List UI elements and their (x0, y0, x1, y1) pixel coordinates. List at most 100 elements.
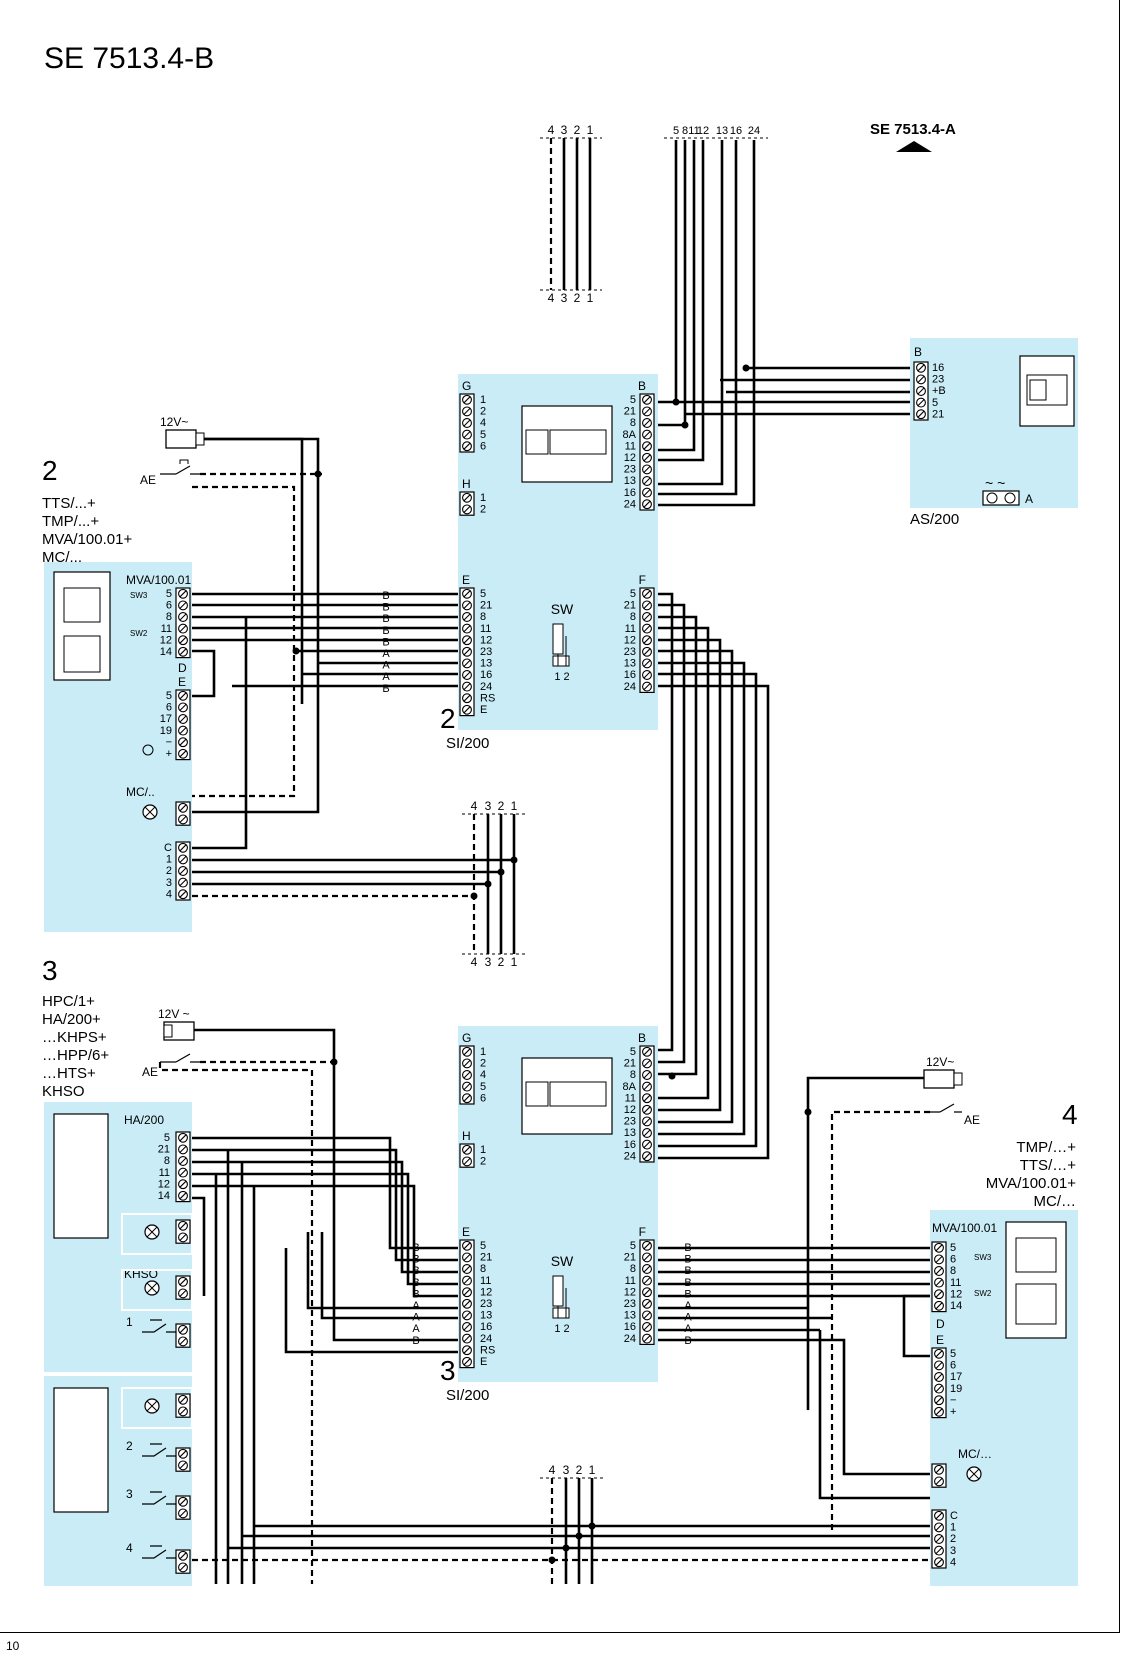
si2-f-term-3: 11 (625, 1275, 636, 1287)
si2-number: 3 (440, 1355, 456, 1386)
si1-e-term-6: 13 (480, 658, 492, 670)
station2-desc-0: TTS/...+ (42, 495, 96, 512)
si2-e-term-0: 5 (480, 1240, 486, 1252)
station2-number: 2 (42, 455, 58, 486)
station2-unit-icon (53, 571, 111, 681)
bus-mid-label-0: 4 (471, 799, 478, 813)
si2-b-term-3: 8A (623, 1081, 637, 1093)
si2-b-term-6: 23 (624, 1116, 636, 1128)
si2-b-term-8: 16 (624, 1139, 636, 1151)
wire-letter-e3-7: A (412, 1323, 420, 1335)
si1-b-term-2: 8 (630, 417, 636, 429)
si200-unit-2: G12456H12B52188A111223131624E52181112231… (440, 379, 655, 752)
bus-mid-label-1: 3 (485, 799, 492, 813)
station4-desc-1: TTS/…+ (1020, 1157, 1076, 1174)
station4-number: 4 (1062, 1099, 1078, 1130)
wire-letter-e3-2: B (412, 1265, 419, 1277)
si2-sw-label: SW (551, 1253, 574, 1269)
si1-b-term-9: 24 (624, 498, 636, 510)
bus-bottom-label-2: 2 (576, 1463, 583, 1477)
pushbutton-icon (930, 1103, 962, 1113)
si1-f-term-3: 11 (625, 623, 636, 635)
wire-letter-e3-3: B (412, 1277, 419, 1289)
station4-mva-strip (931, 1241, 947, 1313)
triangle-up-icon (896, 141, 932, 152)
bus-top-right-label-3: 12 (697, 125, 709, 137)
station4-mva-label: MVA/100.01 (932, 1221, 997, 1235)
si2-f-strip (639, 1239, 655, 1346)
station4-desc-2: MVA/100.01+ (986, 1175, 1076, 1192)
station2-mva-term-4: 12 (160, 634, 172, 646)
bus-mid-label-bottom-3: 1 (511, 955, 518, 969)
station2-mva-term-3: 11 (161, 623, 172, 635)
si1-b-term-8: 16 (624, 487, 636, 499)
station3-desc-3: …HPP/6+ (42, 1047, 109, 1064)
station3-button-2-strip (175, 1447, 191, 1472)
station3-desc-0: HPC/1+ (42, 993, 95, 1010)
si1-g-term-4: 6 (480, 440, 486, 452)
station3-number: 3 (42, 955, 58, 986)
station2-e-term-4: − (166, 736, 172, 748)
wire-letter-e2-6: A (382, 660, 390, 672)
si1-e-term-9: RS (480, 692, 495, 704)
buzzer-icon (142, 744, 154, 756)
si2-e-term-4: 12 (480, 1286, 492, 1298)
blue-panels (44, 338, 1078, 1586)
station4-mva-term-4: 12 (950, 1288, 962, 1300)
as200-power-label: A (1025, 492, 1033, 506)
si1-b-term-4: 11 (625, 440, 636, 452)
bus-top-label-bottom-2: 2 (574, 291, 581, 305)
station2-lock-label: 12V~ (160, 415, 188, 429)
si1-g-term-2: 4 (480, 417, 486, 429)
si2-f-term-1: 21 (624, 1252, 636, 1264)
si2-g-term-3: 5 (480, 1081, 486, 1093)
station-3: 3 HPC/1+HA/200+…KHPS+…HPP/6+…HTS+KHSO 12… (42, 955, 458, 1584)
si2-switch-icon (552, 1275, 570, 1319)
si1-e-term-7: 16 (480, 669, 492, 681)
station2-c-term-2: 2 (166, 865, 172, 877)
si1-g-strip (459, 393, 475, 453)
si2-f-label: F (639, 1225, 646, 1239)
power-supply-icon (1019, 355, 1075, 427)
station3-ha-term-5: 14 (158, 1190, 170, 1202)
station3-ae-label: AE (142, 1065, 158, 1079)
station2-desc-3: MC/... (42, 549, 82, 566)
lock-icon (163, 1021, 195, 1041)
station2-e-strip (175, 689, 191, 761)
bus-mid-label-bottom-2: 2 (498, 955, 505, 969)
si2-e-term-6: 13 (480, 1310, 492, 1322)
station3-lamp-row-2-strip (175, 1393, 191, 1418)
si1-b-term-6: 23 (624, 464, 636, 476)
station2-e-term-2: 17 (160, 713, 172, 725)
station2-ae-label: AE (140, 473, 156, 487)
as200-terminal-strip (913, 361, 929, 421)
si1-b-term-1: 21 (624, 406, 636, 418)
si1-h-term-0: 1 (480, 492, 486, 504)
station-4: 4 TMP/…+TTS/…+MVA/100.01+MC/… 12V~ AE MV… (658, 1055, 1078, 1569)
station2-mva-term-5: 14 (160, 646, 172, 658)
si1-h-term-1: 2 (480, 504, 486, 516)
si1-g-term-3: 5 (480, 429, 486, 441)
si2-b-term-4: 11 (625, 1092, 636, 1104)
si2-h-strip (459, 1143, 475, 1168)
si1-number: 2 (440, 703, 456, 734)
station3-button-1-strip (175, 1323, 191, 1348)
si2-b-term-2: 8 (630, 1069, 636, 1081)
si2-e-term-3: 11 (480, 1275, 491, 1287)
station2-mva-strip (175, 587, 191, 659)
si2-f-term-4: 12 (624, 1286, 636, 1298)
wire-letter-e2-7: A (382, 671, 390, 683)
wire-letter-e3-8: B (412, 1335, 419, 1347)
bus-top-label-3: 1 (587, 123, 594, 137)
lamp-icon (966, 1466, 982, 1482)
si2-e-term-1: 21 (480, 1252, 492, 1264)
station2-mva-label: MVA/100.01 (126, 573, 191, 587)
si1-name: SI/200 (446, 735, 489, 752)
as200-ac-input: ~ ~ A (982, 475, 1033, 506)
si1-switch-icon (552, 623, 570, 667)
station3-ha-term-2: 8 (164, 1155, 170, 1167)
as200-term-label-1: 23 (932, 374, 944, 386)
station4-c-term-0: C (950, 1510, 958, 1522)
